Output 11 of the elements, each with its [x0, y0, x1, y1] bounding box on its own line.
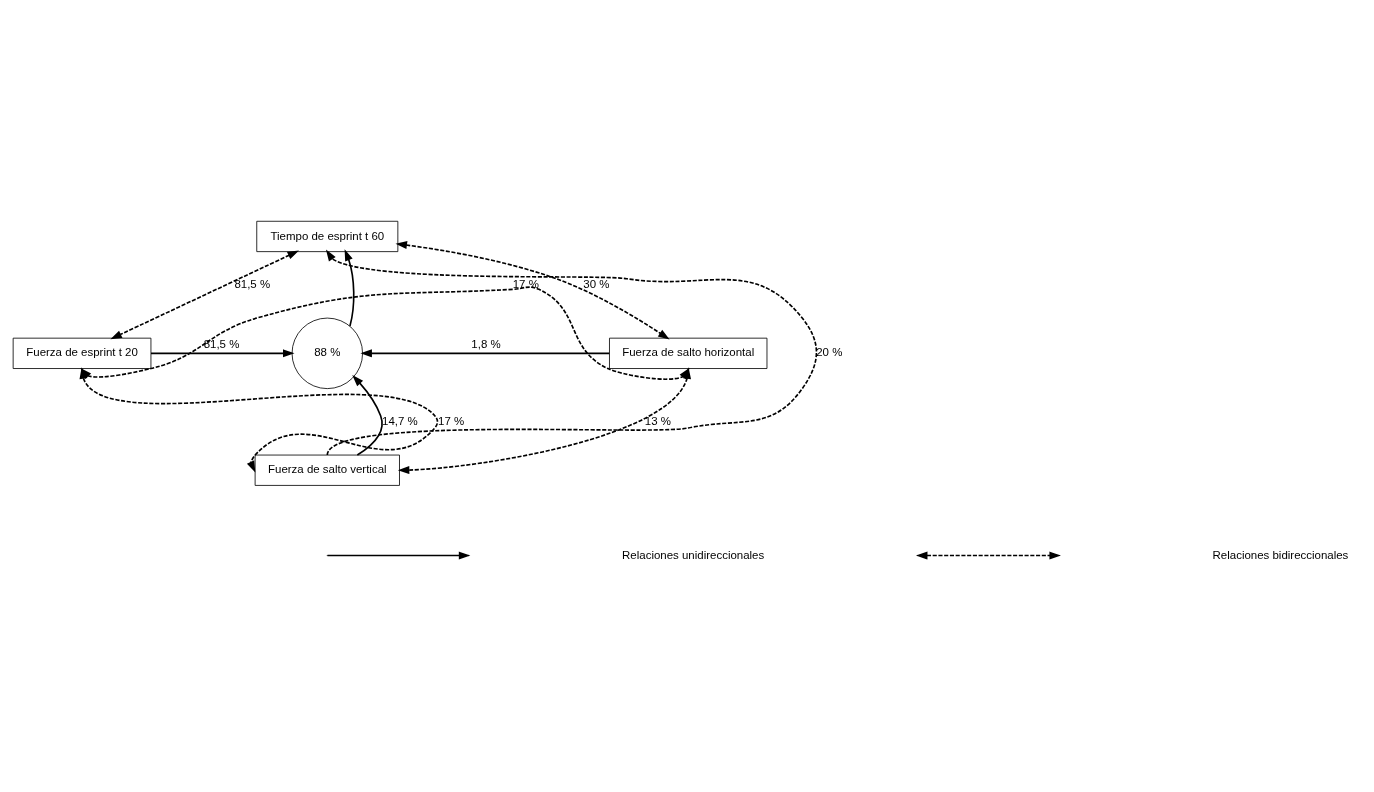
edge-label: 30 %	[583, 277, 610, 290]
edge-label: 1,8 %	[471, 337, 501, 350]
legend-label: Relaciones unidireccionales	[622, 548, 765, 561]
legend-label: Relaciones bidireccionales	[1212, 548, 1349, 561]
edge-label: 20 %	[816, 346, 843, 359]
edge-label: 81,5 %	[203, 337, 240, 350]
edge-label: 81,5 %	[234, 277, 271, 290]
edge-label: 17 %	[438, 414, 465, 427]
edge-label: 13 %	[644, 414, 671, 427]
edge-label: 17 %	[512, 277, 539, 290]
edge-label: 14,7 %	[382, 414, 418, 427]
